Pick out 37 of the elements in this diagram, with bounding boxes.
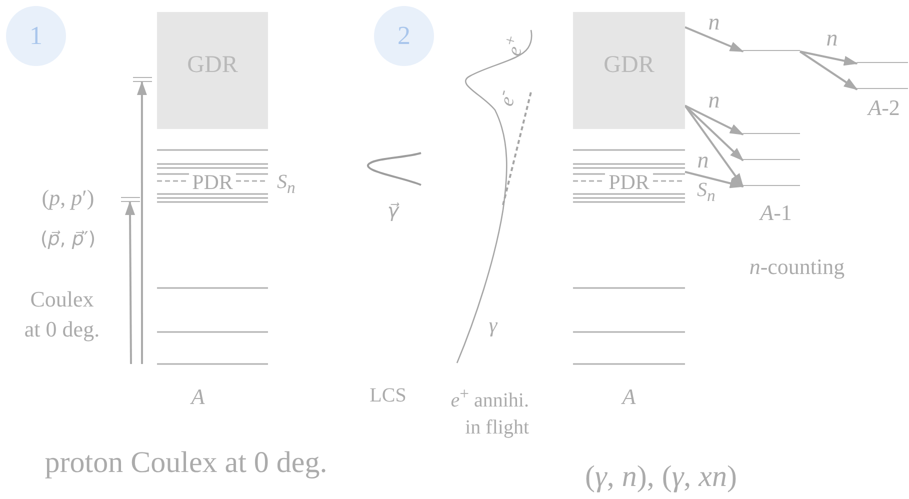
annotation-text: γ xyxy=(488,312,498,339)
annotation-text: γ⃗ xyxy=(387,199,399,224)
step-number: 2 xyxy=(398,23,410,49)
annotation-text: A xyxy=(191,383,205,412)
annotation-text: A-1 xyxy=(760,199,792,228)
annotation-text: Coulex at 0 deg. xyxy=(23,285,101,344)
annotation-text: (p, p′) xyxy=(42,184,94,212)
annotation-text: LCS xyxy=(370,384,406,408)
energy-level-line xyxy=(743,185,800,188)
resonance-box xyxy=(573,12,685,129)
separation-energy-label: S$_{n}$ xyxy=(277,172,296,197)
annotation-text: proton Coulex at 0 deg. xyxy=(44,444,328,481)
step-number: 1 xyxy=(30,23,42,49)
arrow xyxy=(684,104,744,136)
arrow xyxy=(125,201,136,364)
annotation-text: (γ, n), (γ, xn) xyxy=(585,458,737,495)
arrow xyxy=(136,81,147,364)
energy-level-line xyxy=(857,62,908,65)
annotation-text: (p⃗, p⃗′) xyxy=(40,227,96,252)
level-marker xyxy=(121,197,140,202)
annotation-text: e$^{+}$ annihi. in flight xyxy=(450,382,529,440)
energy-level-line xyxy=(743,133,800,136)
separation-energy-label: S$_{n}$ xyxy=(697,180,716,205)
arrow xyxy=(800,50,858,66)
energy-level-line xyxy=(743,159,800,162)
arrow xyxy=(684,26,744,52)
arrow xyxy=(799,50,858,90)
arrow xyxy=(684,105,744,188)
arrow xyxy=(684,104,744,162)
energy-level-line xyxy=(857,88,908,91)
resonance-box xyxy=(157,12,268,129)
annotation-text: n-counting xyxy=(749,253,845,282)
annotation-text: A xyxy=(622,383,636,412)
energy-level-line xyxy=(743,50,800,53)
annotation-text: A-2 xyxy=(868,94,900,122)
arrow xyxy=(684,170,744,188)
level-marker xyxy=(133,77,152,82)
